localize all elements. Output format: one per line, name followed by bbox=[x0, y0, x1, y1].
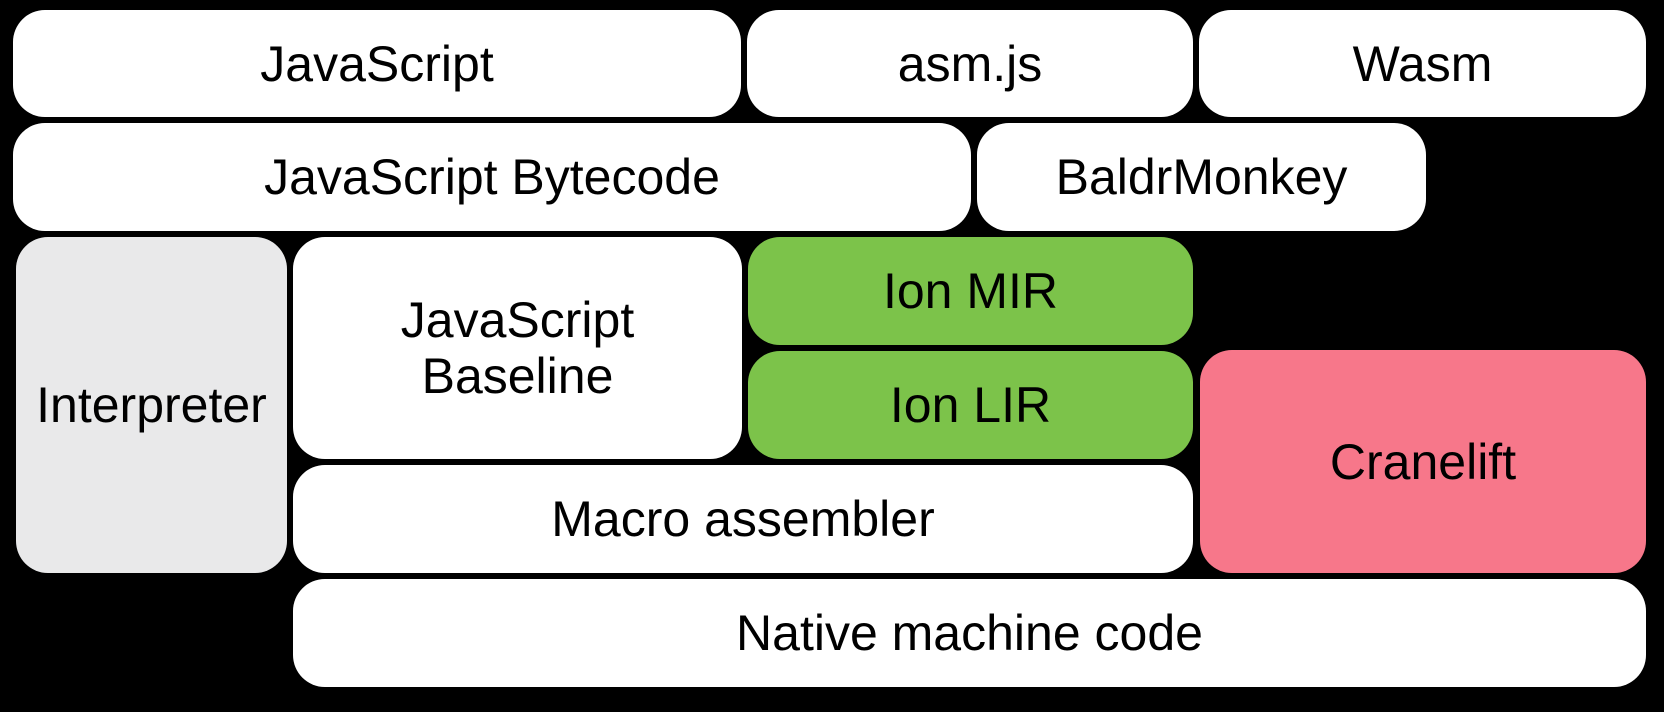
box-baldrmonkey: BaldrMonkey bbox=[977, 123, 1426, 231]
box-javascript-bytecode-label: JavaScript Bytecode bbox=[264, 149, 720, 205]
box-ion-lir-label: Ion LIR bbox=[889, 377, 1052, 433]
box-javascript-label: JavaScript bbox=[260, 35, 494, 92]
box-javascript-baseline-label: JavaScript Baseline bbox=[401, 292, 634, 404]
box-javascript: JavaScript bbox=[13, 10, 741, 117]
box-wasm-label: Wasm bbox=[1352, 35, 1493, 92]
box-interpreter: Interpreter bbox=[16, 237, 287, 573]
box-javascript-baseline-line1: JavaScript bbox=[400, 292, 635, 348]
box-javascript-baseline-line2: Baseline bbox=[421, 348, 614, 404]
box-javascript-baseline: JavaScript Baseline bbox=[293, 237, 742, 459]
box-cranelift-label: Cranelift bbox=[1329, 433, 1517, 490]
box-ion-lir: Ion LIR bbox=[748, 351, 1193, 459]
box-interpreter-label: Interpreter bbox=[36, 377, 267, 433]
box-baldrmonkey-label: BaldrMonkey bbox=[1055, 149, 1348, 205]
box-ion-mir-label: Ion MIR bbox=[882, 263, 1059, 319]
box-asmjs-label: asm.js bbox=[897, 35, 1043, 92]
box-native-machine-code-label: Native machine code bbox=[736, 605, 1203, 661]
box-native-machine-code: Native machine code bbox=[293, 579, 1646, 687]
box-javascript-bytecode: JavaScript Bytecode bbox=[13, 123, 971, 231]
box-ion-mir: Ion MIR bbox=[748, 237, 1193, 345]
box-wasm: Wasm bbox=[1199, 10, 1646, 117]
box-cranelift: Cranelift bbox=[1200, 350, 1646, 573]
box-macro-assembler-label: Macro assembler bbox=[551, 491, 935, 547]
box-macro-assembler: Macro assembler bbox=[293, 465, 1193, 573]
box-asmjs: asm.js bbox=[747, 10, 1193, 117]
